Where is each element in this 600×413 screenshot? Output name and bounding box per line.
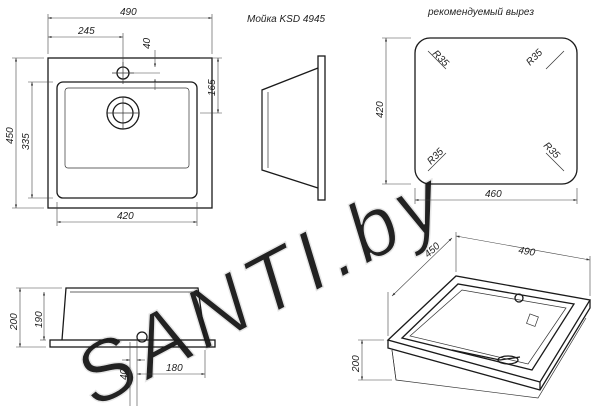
dim-iso-height-200: 200	[351, 355, 362, 373]
dim-front-inner-190: 190	[34, 311, 45, 328]
radius-bottom-right: R35	[541, 140, 562, 161]
sink-outline-top	[47, 57, 213, 209]
top-view: 490 245 40 450 335 165 420	[5, 7, 222, 226]
radius-bottom-left: R35	[425, 146, 446, 167]
dim-iso-width-490: 490	[517, 245, 536, 259]
bowl-inner-top	[64, 87, 190, 169]
dim-front-height-200: 200	[9, 313, 20, 331]
dim-tap-offset-245: 245	[77, 26, 95, 37]
front-rim	[49, 339, 216, 348]
dim-tap-dia-40: 40	[142, 37, 153, 49]
iso-drain	[497, 355, 519, 365]
cutout-outline	[414, 37, 578, 185]
dim-drain-offset-180: 180	[166, 363, 183, 374]
dim-bowl-depth-165: 165	[207, 79, 218, 96]
iso-tap-hole	[514, 293, 524, 303]
dim-width-490: 490	[120, 7, 137, 18]
cutout-title: рекомендуемый вырез	[427, 7, 534, 18]
iso-bowl	[400, 283, 576, 371]
dim-drain-dia-40: 40	[119, 368, 130, 380]
dim-cutout-height-420: 420	[375, 101, 386, 118]
front-view: 200 190 40 180	[9, 287, 216, 406]
radius-top-right: R35	[524, 47, 545, 68]
side-view: Мойка KSD 4945	[247, 14, 326, 201]
radius-top-left: R35	[430, 48, 451, 69]
dim-bowl-height-335: 335	[21, 133, 32, 150]
dim-height-450: 450	[5, 127, 16, 144]
model-title: Мойка KSD 4945	[247, 14, 326, 25]
dim-cutout-width-460: 460	[485, 189, 502, 200]
dim-bowl-width-420: 420	[117, 211, 134, 222]
bowl-outline-top	[56, 81, 198, 199]
